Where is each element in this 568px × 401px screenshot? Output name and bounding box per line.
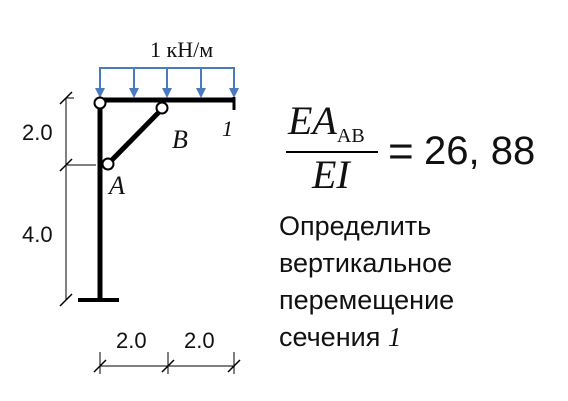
load-arrow bbox=[196, 68, 206, 98]
strut-ab bbox=[106, 107, 164, 166]
load-label: 1 кН/м bbox=[150, 37, 213, 62]
load-arrow bbox=[129, 68, 139, 98]
bottom-dimension bbox=[93, 352, 241, 374]
task-statement: Определить вертикальное перемещение сече… bbox=[279, 208, 559, 356]
task-line-4-text: сечения bbox=[279, 322, 381, 352]
formula-equals: = bbox=[388, 127, 414, 176]
dim-bottom-b: 2.0 bbox=[184, 328, 215, 353]
task-line-3: перемещение bbox=[279, 285, 455, 315]
hinge-top bbox=[93, 96, 107, 110]
numerator-main: EA bbox=[287, 98, 337, 143]
left-dimension bbox=[59, 91, 96, 307]
load-arrow bbox=[95, 68, 105, 98]
dim-top-left: 2.0 bbox=[22, 120, 53, 145]
dim-bottom-a: 2.0 bbox=[116, 328, 147, 353]
frame-members bbox=[78, 97, 236, 302]
formula-value: 26, 88 bbox=[424, 129, 535, 173]
stiffness-ratio-formula: EAAB EI = 26, 88 bbox=[286, 98, 535, 192]
load-arrow bbox=[162, 68, 172, 98]
task-line-2: вертикальное bbox=[279, 248, 453, 278]
hinge-a bbox=[101, 157, 115, 171]
formula-numerator: EAAB bbox=[287, 98, 365, 147]
section-1-label: 1 bbox=[222, 116, 233, 141]
formula-denominator: EI bbox=[311, 152, 351, 192]
load-arrow bbox=[229, 68, 239, 98]
dim-bottom-left: 4.0 bbox=[22, 222, 53, 247]
task-section-number: 1 bbox=[387, 322, 402, 352]
task-line-1: Определить bbox=[279, 211, 432, 241]
distributed-load bbox=[95, 67, 239, 98]
numerator-sub: AB bbox=[337, 125, 365, 147]
task-line-4: сечения 1 bbox=[279, 319, 559, 356]
hinge-b bbox=[155, 101, 169, 115]
point-b-label: B bbox=[172, 125, 188, 154]
point-a-label: A bbox=[107, 171, 125, 200]
